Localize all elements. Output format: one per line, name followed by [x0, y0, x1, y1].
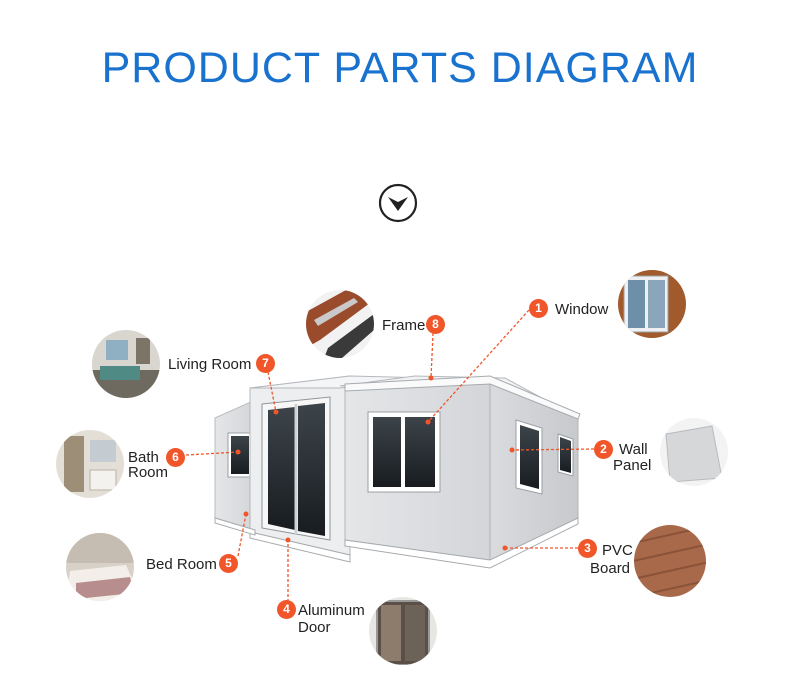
aluminum-door-photo	[369, 597, 437, 665]
part-label-pvc-board-line1: PVC	[602, 542, 633, 559]
pvc-board-photo	[634, 525, 706, 597]
part-label-frame: Frame	[382, 317, 426, 334]
part-label-bath-room-line2: Room	[128, 464, 169, 481]
bath-room-photo	[56, 430, 124, 498]
part-label-aluminum-door-line2: Door	[298, 619, 331, 636]
bed-room-photo	[66, 533, 134, 601]
part-number-badge: 7	[256, 354, 275, 373]
part-number-badge: 4	[277, 600, 296, 619]
part-label-aluminum-door-line1: Aluminum	[298, 602, 365, 619]
part-label-pvc-board-line2: Board	[590, 560, 631, 577]
part-label-bath-room-line1: Bath	[128, 449, 159, 466]
living-room-photo	[92, 330, 160, 398]
wall-panel-photo	[660, 418, 728, 486]
part-number-badge: 3	[578, 539, 597, 558]
page-title: PRODUCT PARTS DIAGRAM	[101, 44, 699, 92]
part-label-window: Window	[555, 301, 609, 318]
part-number-badge: 1	[529, 299, 548, 318]
part-number-badge: 5	[219, 554, 238, 573]
part-number-badge: 8	[426, 315, 445, 334]
chevron-down-circle-icon	[378, 183, 418, 223]
window-photo	[618, 270, 686, 338]
frame-photo	[306, 290, 374, 358]
part-label-wall-panel-line2: Panel	[613, 457, 652, 474]
part-number-badge: 2	[594, 440, 613, 459]
part-label-living-room: Living Room	[168, 356, 252, 373]
part-label-bed-room: Bed Room	[146, 556, 217, 573]
part-label-wall-panel-line1: Wall	[619, 441, 648, 458]
part-number-badge: 6	[166, 448, 185, 467]
